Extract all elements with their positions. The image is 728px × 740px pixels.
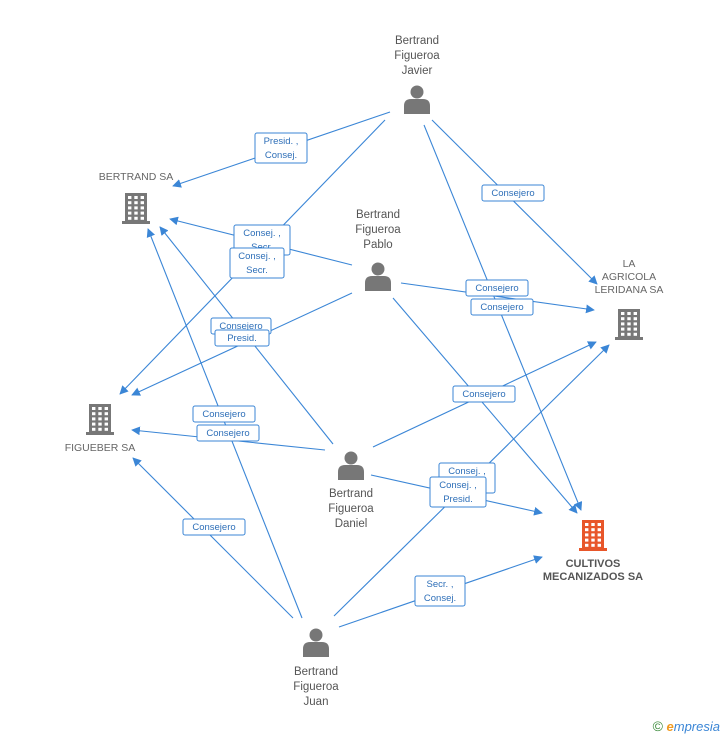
edge-label-text: Consej. bbox=[265, 150, 297, 161]
edge-label-text: Consejero bbox=[192, 522, 235, 533]
edge-label-daniel-bertrand[interactable]: Presid. bbox=[214, 329, 270, 347]
edge-label-box bbox=[429, 476, 487, 508]
edge-label-text: Secr. bbox=[246, 265, 268, 276]
edge-pablo-cultivos bbox=[392, 297, 578, 514]
node-label: FIGUEBER SA bbox=[65, 442, 136, 454]
edge-label-javier-bertrand[interactable]: Presid. , Consej. bbox=[254, 132, 308, 164]
copyright-footer: © empresia bbox=[653, 718, 720, 734]
node-label: AGRICOLA bbox=[602, 271, 656, 283]
edge-label-javier-agricola[interactable]: Consejero bbox=[481, 184, 545, 202]
edge-label-text: Consejero bbox=[462, 389, 505, 400]
edge-label-text: Consejero bbox=[219, 321, 262, 332]
node-label: Bertrand bbox=[395, 35, 439, 47]
edge-label-box bbox=[465, 279, 529, 297]
edge-label-box bbox=[414, 575, 466, 607]
node-label: Javier bbox=[402, 65, 433, 77]
edge-label-figueber-extra[interactable]: Consejero bbox=[192, 405, 256, 423]
person-icon bbox=[404, 85, 430, 114]
node-label: Bertrand bbox=[356, 209, 400, 221]
edge-label-box bbox=[254, 132, 308, 164]
edge-label-daniel-agricola[interactable]: Consejero bbox=[452, 385, 516, 403]
edge-label-box bbox=[192, 405, 256, 423]
edge-label-text: Consej. , bbox=[448, 466, 486, 477]
node-label: Figueroa bbox=[355, 224, 401, 236]
empresia-logo-initial: e bbox=[666, 719, 674, 734]
edge-label-pablo-bertrand[interactable]: Consej. , Secr. bbox=[229, 247, 285, 279]
node-label: MECANIZADOS SA bbox=[543, 571, 643, 583]
edge-label-text: Consejero bbox=[202, 409, 245, 420]
edge-label-agricola-extra[interactable]: Consejero bbox=[470, 298, 534, 316]
edge-label-text: Consej. , bbox=[243, 228, 281, 239]
node-label: Bertrand bbox=[329, 488, 373, 500]
building-icon bbox=[579, 520, 607, 551]
building-icon bbox=[615, 309, 643, 340]
edge-label-text: Consejero bbox=[491, 188, 534, 199]
edge-label-box bbox=[470, 298, 534, 316]
node-label: Pablo bbox=[363, 239, 392, 251]
edge-label-daniel-figueber[interactable]: Consejero bbox=[196, 424, 260, 442]
node-figueber[interactable]: FIGUEBER SA bbox=[65, 404, 136, 454]
node-label: Daniel bbox=[335, 518, 368, 530]
edge-label-text: Consejero bbox=[206, 428, 249, 439]
nodes-layer: BertrandFigueroaJavierBertrandFigueroaPa… bbox=[65, 35, 664, 708]
node-label: Bertrand bbox=[294, 666, 338, 678]
edge-label-text: Consejero bbox=[475, 283, 518, 294]
edge-label-box bbox=[481, 184, 545, 202]
empresia-logo-text: mpresia bbox=[673, 719, 720, 734]
edge-label-text: Presid. bbox=[443, 494, 473, 505]
edge-juan-figueber bbox=[132, 457, 294, 619]
person-icon bbox=[338, 451, 364, 480]
edge-juan-bertrand bbox=[146, 228, 303, 619]
person-icon bbox=[365, 262, 391, 291]
edge-label-text: Consejero bbox=[480, 302, 523, 313]
edge-label-box bbox=[229, 247, 285, 279]
edge-label-box bbox=[196, 424, 260, 442]
edge-label-box bbox=[452, 385, 516, 403]
node-label: Figueroa bbox=[328, 503, 374, 515]
edge-label-text: Presid. , bbox=[264, 136, 299, 147]
node-label: BERTRAND SA bbox=[99, 171, 174, 183]
node-label: Figueroa bbox=[394, 50, 440, 62]
edge-javier-agricola bbox=[431, 119, 598, 285]
edge-label-text: Consej. , bbox=[238, 251, 276, 262]
copyright-icon: © bbox=[652, 718, 663, 734]
node-label: LA bbox=[623, 258, 636, 270]
edge-label-juan-agricola[interactable]: Consej. , Presid. bbox=[429, 476, 487, 508]
edge-javier-cultivos bbox=[423, 124, 583, 511]
edge-label-text: Consej. , bbox=[439, 480, 477, 491]
node-label: CULTIVOS bbox=[566, 558, 621, 570]
edge-label-text: Secr. , bbox=[427, 579, 454, 590]
edge-label-text: Consej. bbox=[424, 593, 456, 604]
node-bertrand[interactable]: BERTRAND SA bbox=[99, 171, 174, 224]
edge-label-juan-cultivos[interactable]: Secr. , Consej. bbox=[414, 575, 466, 607]
edge-label-box bbox=[182, 518, 246, 536]
edge-label-juan-figueber[interactable]: Consejero bbox=[182, 518, 246, 536]
node-label: LERIDANA SA bbox=[595, 284, 664, 296]
node-label: Figueroa bbox=[293, 681, 339, 693]
building-icon bbox=[122, 193, 150, 224]
edge-label-text: Presid. bbox=[227, 333, 257, 344]
edge-label-pablo-agricola[interactable]: Consejero bbox=[465, 279, 529, 297]
node-label: Juan bbox=[304, 696, 329, 708]
building-icon bbox=[86, 404, 114, 435]
person-icon bbox=[303, 628, 329, 657]
edge-label-box bbox=[214, 329, 270, 347]
